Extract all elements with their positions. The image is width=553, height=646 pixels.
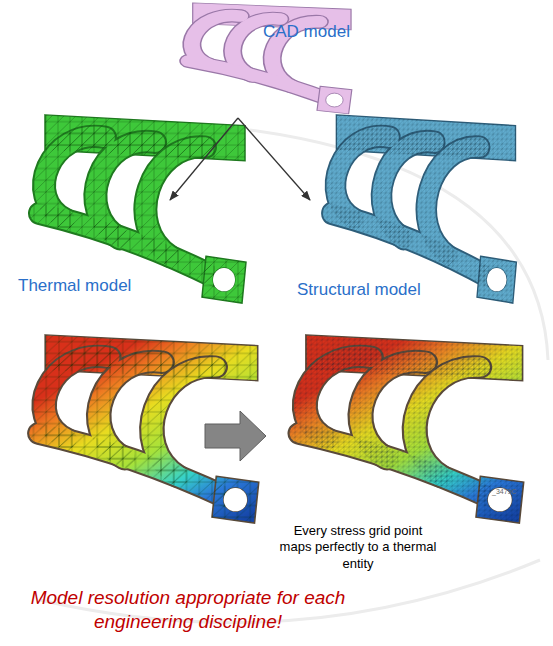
mapping-note: Every stress grid point maps perfectly t… — [278, 523, 438, 572]
caption: Model resolution appropriate for each en… — [28, 586, 348, 634]
model-label: Thermal model — [18, 276, 131, 296]
mapping-block-arrow — [205, 411, 266, 461]
derivation-arrow — [238, 118, 310, 200]
fine-mesh-overlay — [301, 335, 524, 523]
model-node: Thermal model — [10, 200, 170, 304]
model-label: CAD model — [263, 22, 350, 42]
fine-mesh-overlay — [332, 115, 517, 303]
stress-result-manifold — [301, 335, 524, 523]
model-node: Structural model — [292, 200, 520, 304]
cad-manifold — [189, 3, 352, 114]
derivation-arrow — [170, 118, 238, 200]
thermal-mesh-manifold — [40, 115, 246, 303]
structural-mesh-manifold — [332, 115, 517, 303]
model-label: Structural model — [297, 280, 421, 300]
coarse-mesh-overlay — [40, 115, 246, 303]
watermark-id: _3479C — [492, 488, 532, 497]
model-node: CAD model — [165, 2, 370, 118]
